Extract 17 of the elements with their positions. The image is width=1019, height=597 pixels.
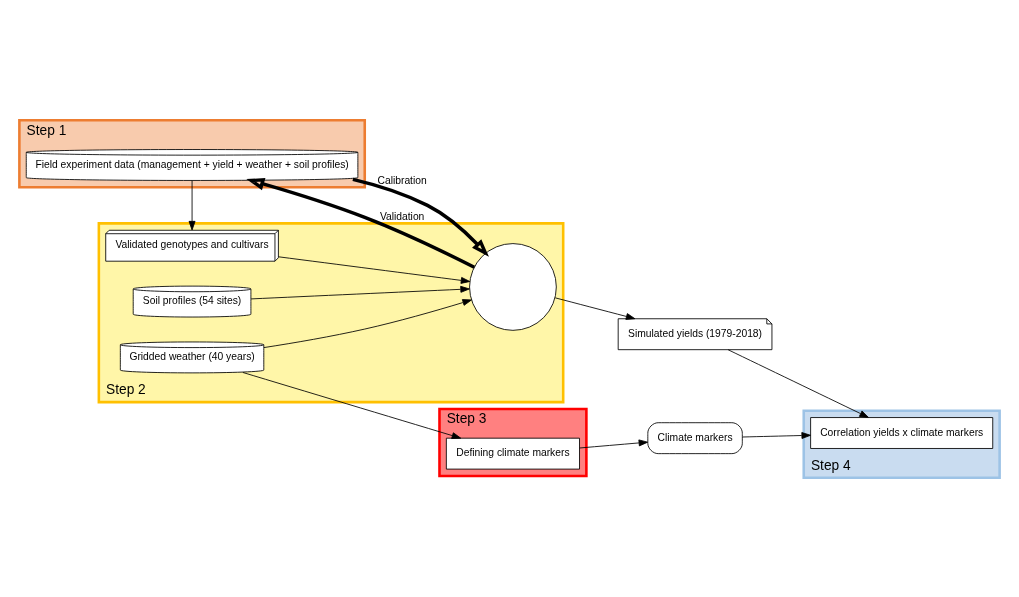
arrow [352, 177, 489, 257]
node-box: Correlation yields x climate markers [810, 416, 994, 449]
node-box: Defining climate markers [445, 437, 580, 470]
edge-label: Calibration [377, 174, 427, 186]
arrow [246, 177, 476, 269]
edge-label: Validation [379, 210, 425, 222]
node-box: Climate markers [647, 421, 743, 454]
arrow [278, 255, 471, 284]
arrow [727, 348, 869, 418]
arrow [263, 298, 472, 348]
arrow [742, 431, 811, 439]
arrow [242, 371, 462, 439]
arrow [188, 179, 196, 230]
node-circle [469, 242, 557, 331]
arrow [579, 438, 649, 448]
arrow [250, 285, 470, 299]
arrow [554, 296, 636, 320]
